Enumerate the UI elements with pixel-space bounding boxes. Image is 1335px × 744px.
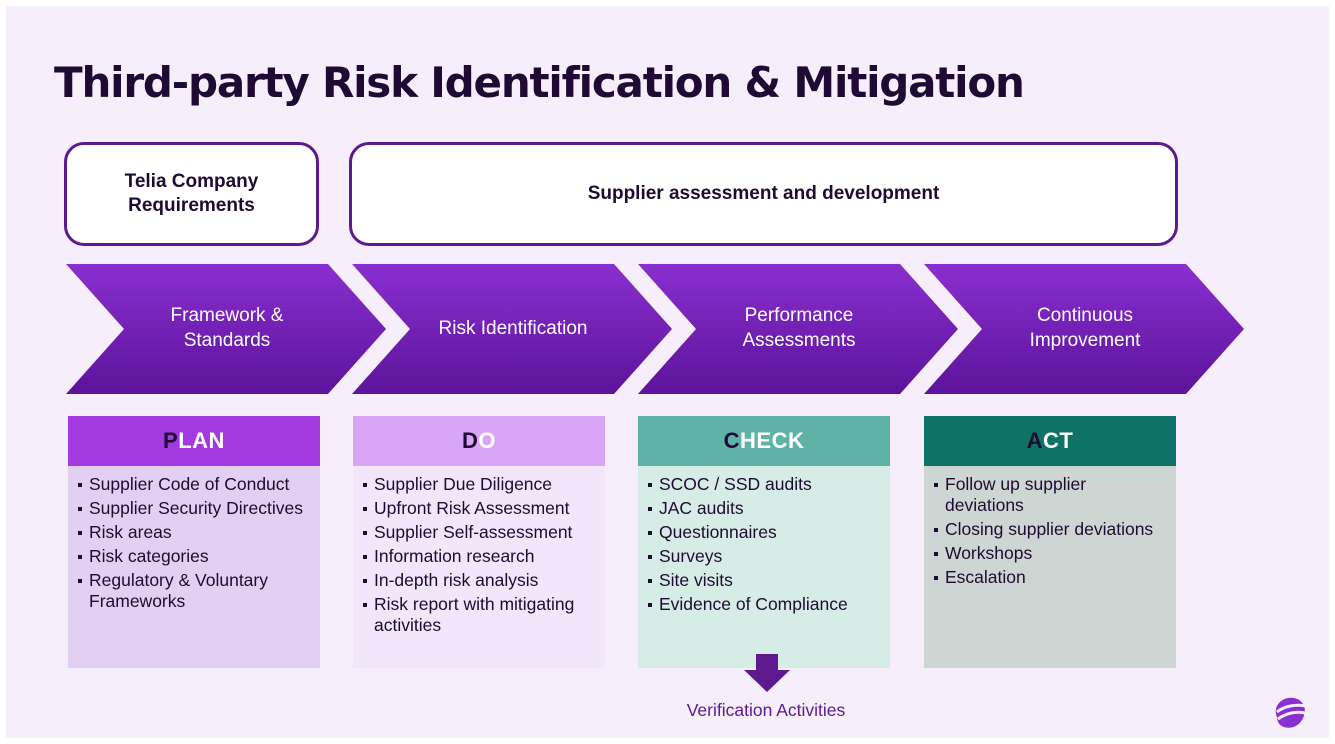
list-item: JAC audits <box>648 498 882 519</box>
telia-logo-icon <box>1275 697 1307 728</box>
header-initial: D <box>461 428 479 453</box>
stage-label: Risk Identification <box>438 317 588 339</box>
list-item: Closing supplier deviations <box>934 519 1168 540</box>
stage-continuous: Continuous Improvement <box>924 264 1246 394</box>
list-item: Information research <box>363 546 597 567</box>
list-item: Upfront Risk Assessment <box>363 498 597 519</box>
stage-label: Framework & Standards <box>170 305 284 351</box>
stage-performance: Performance Assessments <box>638 264 960 394</box>
list-item: Surveys <box>648 546 882 567</box>
list-item: Risk categories <box>78 546 312 567</box>
chevron-shape <box>638 264 958 394</box>
list-item: Escalation <box>934 567 1168 588</box>
supplier-assessment-box: Supplier assessment and development <box>349 142 1178 246</box>
header-rest: CT <box>1043 428 1074 453</box>
stage-framework: Framework & Standards <box>66 264 388 394</box>
list-item: In-depth risk analysis <box>363 570 597 591</box>
list-item: Regulatory & Voluntary Frameworks <box>78 570 312 612</box>
header-initial: C <box>723 428 741 453</box>
down-arrow-icon <box>744 654 790 692</box>
stage-risk-identification: Risk Identification <box>352 264 674 394</box>
requirements-label: Telia Company Requirements <box>124 171 259 216</box>
chevron-shape <box>66 264 386 394</box>
header-initial: P <box>163 428 179 453</box>
header-rest: HECK <box>740 428 805 453</box>
header-rest: LAN <box>178 428 225 453</box>
stage-label: Continuous Improvement <box>1029 305 1141 351</box>
chevron-shape <box>352 264 672 394</box>
requirements-box: Telia Company Requirements <box>64 142 319 246</box>
header-initial: A <box>1026 428 1044 453</box>
list-item: Risk report with mitigating activities <box>363 594 597 636</box>
list-item: SCOC / SSD audits <box>648 474 882 495</box>
list-item: Supplier Self-assessment <box>363 522 597 543</box>
list-item: Evidence of Compliance <box>648 594 882 615</box>
list-item: Site visits <box>648 570 882 591</box>
list-item: Questionnaires <box>648 522 882 543</box>
stage-label: Performance Assessments <box>742 305 856 351</box>
list-item: Follow up supplier deviations <box>934 474 1168 516</box>
list-item: Workshops <box>934 543 1168 564</box>
list-item: Supplier Code of Conduct <box>78 474 312 495</box>
slide: Third-party Risk Identification & Mitiga… <box>6 6 1329 738</box>
list-item: Supplier Security Directives <box>78 498 312 519</box>
slide-title: Third-party Risk Identification & Mitiga… <box>54 58 1025 107</box>
list-item: Supplier Due Diligence <box>363 474 597 495</box>
chevron-shape <box>924 264 1244 394</box>
verification-label: Verification Activities <box>686 700 846 720</box>
list-item: Risk areas <box>78 522 312 543</box>
supplier-assessment-label: Supplier assessment and development <box>587 183 940 205</box>
header-rest: O <box>478 428 496 453</box>
